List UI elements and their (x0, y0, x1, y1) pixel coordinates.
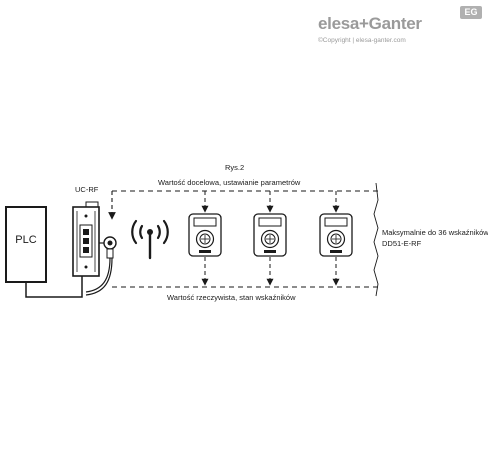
copyright-text: ©Copyright | elesa-ganter.com (318, 37, 406, 44)
uc-rf-controller (72, 201, 104, 277)
indicator-1 (188, 213, 222, 257)
indicator-model-label: DD51-E-RF (382, 239, 422, 248)
plc-box (5, 206, 47, 283)
plc-connection-line (25, 276, 83, 298)
max-indicators-note: Maksymalnie do 36 wskaźników (382, 228, 488, 237)
plc-label: PLC (15, 234, 37, 246)
eg-badge-logo: EG (460, 6, 482, 19)
elesa-ganter-logo: elesa+Ganter (318, 14, 422, 33)
wireless-signal-icon (131, 219, 169, 260)
top-arrow-label: Wartość docelowa, ustawianie parametrów (158, 178, 301, 187)
bottom-arrow-label: Wartość rzeczywista, stan wskaźników (167, 293, 296, 302)
rf-antenna-plug (85, 236, 117, 296)
brand-header: elesa+Ganter EG ©Copyright | elesa-gante… (318, 6, 484, 50)
figure-label: Rys.2 (225, 163, 245, 172)
indicator-3 (319, 213, 353, 257)
controller-label: UC-RF (75, 185, 99, 194)
break-line (373, 182, 379, 297)
indicator-2 (253, 213, 287, 257)
